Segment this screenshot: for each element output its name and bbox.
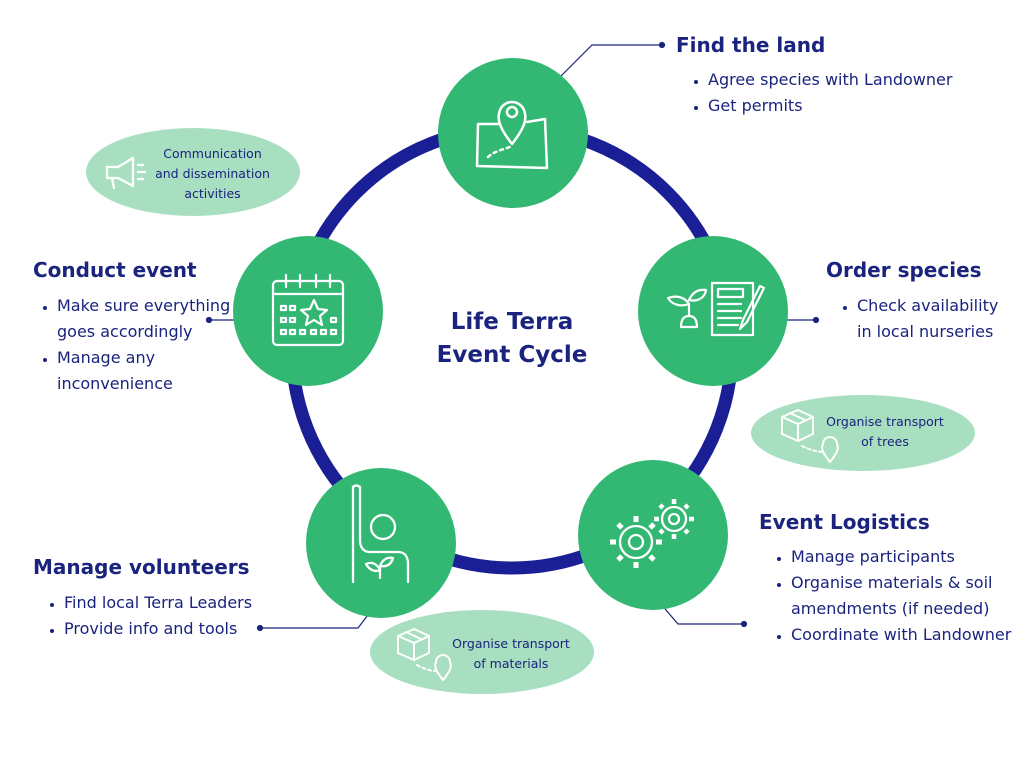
find-land-list: Agree species with Landowner Get permits: [684, 67, 1024, 119]
cycle-title: Life Terra Event Cycle: [402, 306, 622, 372]
communication-bubble: [86, 128, 300, 216]
bubble-line: and dissemination: [155, 166, 270, 181]
conduct-event-title: Conduct event: [33, 258, 197, 282]
map-pin-icon: [475, 100, 549, 170]
list-item: Coordinate with Landowner: [791, 622, 1024, 648]
bubble-line: Organise transport: [452, 636, 570, 651]
transport-trees-bubble-text: Organise transport of trees: [814, 412, 956, 452]
communication-bubble-text: Communication and dissemination activiti…: [140, 144, 285, 204]
cycle-title-line2: Event Cycle: [436, 342, 588, 368]
gears-icon: [610, 499, 694, 568]
order-species-title: Order species: [826, 258, 982, 282]
seedling-document-icon: [666, 281, 766, 337]
manage-volunteers-list: Find local Terra Leaders Provide info an…: [40, 590, 324, 642]
list-item: Get permits: [708, 93, 1024, 119]
order-species-list: Check availability in local nurseries: [833, 293, 1007, 345]
bubble-line: of materials: [473, 656, 549, 671]
list-item: Manage participants: [791, 544, 1024, 570]
list-item: Agree species with Landowner: [708, 67, 1024, 93]
node-find-land: [438, 58, 588, 208]
manage-volunteers-title: Manage volunteers: [33, 555, 250, 579]
bubble-line: Communication: [163, 146, 262, 161]
cycle-title-line1: Life Terra: [450, 309, 574, 335]
connector-find-land: [557, 44, 660, 80]
transport-materials-bubble: [370, 610, 594, 694]
bubble-line: activities: [184, 186, 241, 201]
bubble-line: of trees: [861, 434, 909, 449]
list-item: Check availability in local nurseries: [857, 293, 1007, 345]
conduct-event-list: Make sure everything goes accordingly Ma…: [33, 293, 232, 397]
node-conduct-event: [233, 236, 383, 386]
megaphone-icon: [105, 156, 147, 190]
list-item: Manage any inconvenience: [57, 345, 232, 397]
bubble-line: Organise transport: [826, 414, 944, 429]
calendar-star-icon: [271, 273, 345, 347]
list-item: Make sure everything goes accordingly: [57, 293, 232, 345]
list-item: Organise materials & soil amendments (if…: [791, 570, 1024, 622]
list-item: Provide info and tools: [64, 616, 324, 642]
box-route-icon: [397, 628, 452, 681]
box-route-icon: [781, 409, 839, 463]
find-land-title: Find the land: [676, 33, 826, 57]
raised-hand-person-icon: [351, 484, 410, 584]
node-event-logistics: [578, 460, 728, 610]
transport-materials-bubble-text: Organise transport of materials: [440, 634, 582, 674]
event-logistics-title: Event Logistics: [759, 510, 930, 534]
event-logistics-list: Manage participants Organise materials &…: [767, 544, 1024, 648]
list-item: Find local Terra Leaders: [64, 590, 324, 616]
node-manage-volunteers: [306, 468, 456, 618]
